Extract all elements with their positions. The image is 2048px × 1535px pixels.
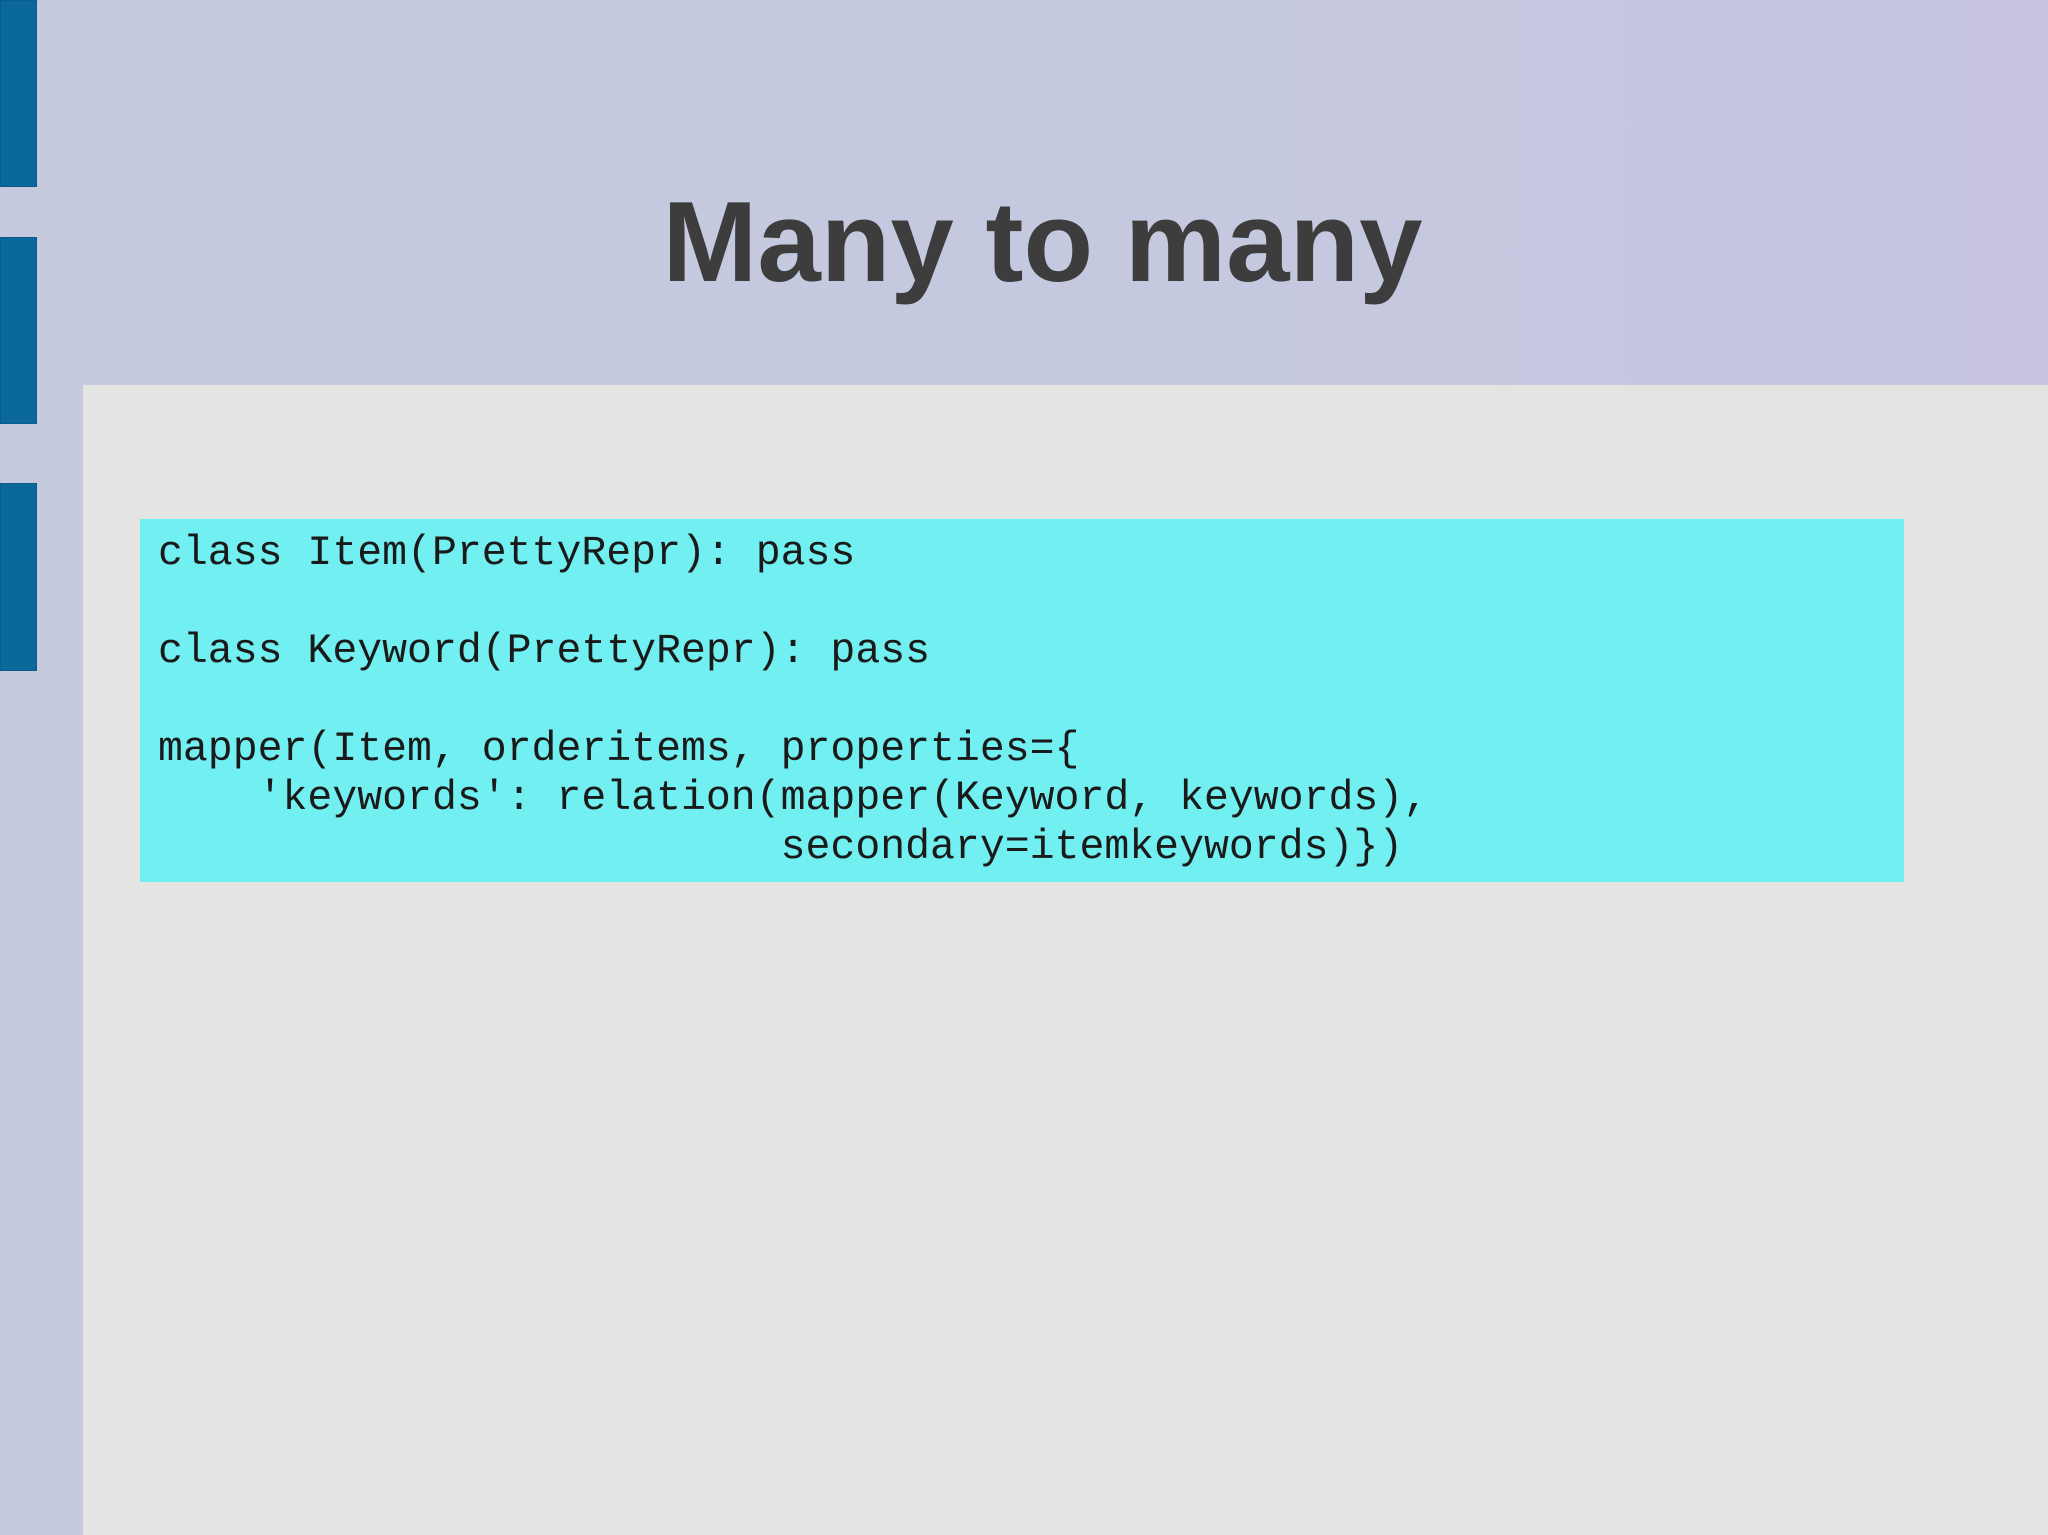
- title-area: Many to many: [37, 0, 2048, 385]
- accent-bar-top: [0, 0, 37, 187]
- code-line: class Item(PrettyRepr): pass: [158, 530, 856, 577]
- code-line: [158, 578, 1904, 627]
- code-line: 'keywords': relation(mapper(Keyword, key…: [158, 775, 1429, 822]
- accent-bar-bottom: [0, 483, 37, 671]
- slide-title: Many to many: [662, 179, 1423, 306]
- code-block: class Item(PrettyRepr): pass class Keywo…: [140, 519, 1904, 882]
- code-line: [158, 676, 1904, 725]
- code-line: class Keyword(PrettyRepr): pass: [158, 628, 931, 675]
- code-line: secondary=itemkeywords)}): [158, 824, 1404, 871]
- code-line: mapper(Item, orderitems, properties={: [158, 726, 1080, 773]
- accent-bar-middle: [0, 237, 37, 424]
